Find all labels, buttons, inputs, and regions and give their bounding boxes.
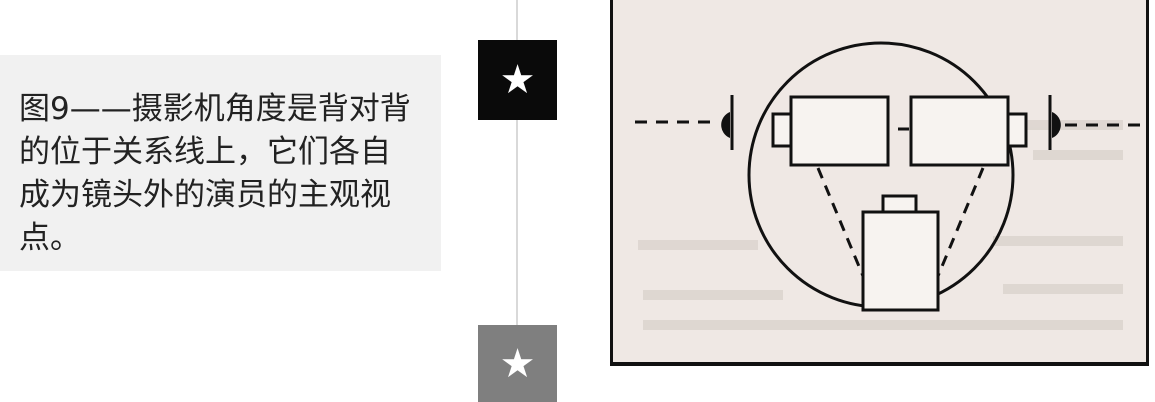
figure-caption: 图9——摄影机角度是背对背的位于关系线上，它们各自成为镜头外的演员的主观视点。 <box>19 91 411 256</box>
figure-photo <box>610 0 1149 366</box>
right-camera <box>909 95 1028 167</box>
camera-angle-diagram <box>635 41 1143 330</box>
right-actor-symbol <box>1048 95 1061 150</box>
timeline-marker-inactive[interactable]: ★ <box>478 325 557 402</box>
view-line-right <box>936 167 985 277</box>
timeline-marker-active[interactable]: ★ <box>478 40 557 120</box>
left-actor-symbol <box>721 95 734 150</box>
bottom-camera <box>861 194 940 312</box>
star-icon: ★ <box>499 340 536 387</box>
timeline-line <box>516 0 518 402</box>
star-icon: ★ <box>499 57 536 103</box>
left-camera <box>771 95 890 167</box>
caption-panel: 图9——摄影机角度是背对背的位于关系线上，它们各自成为镜头外的演员的主观视点。 <box>0 55 441 271</box>
view-line-left <box>816 167 865 277</box>
